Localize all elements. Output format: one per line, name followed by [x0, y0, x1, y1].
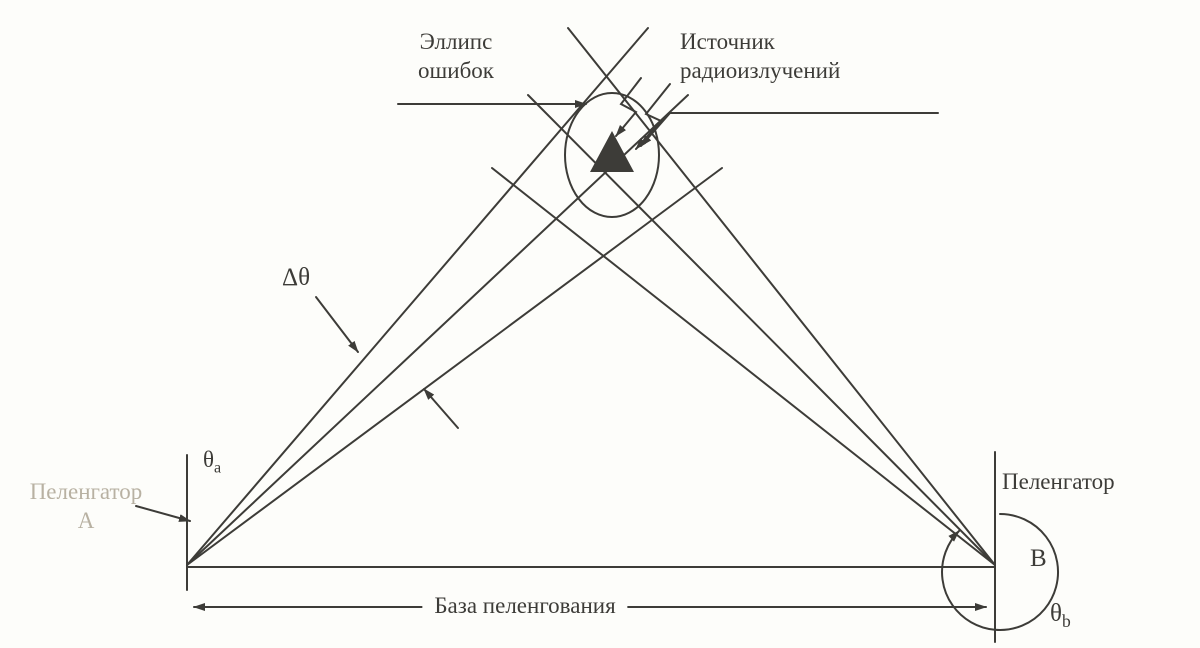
theta-a-symbol: θ — [203, 447, 215, 472]
theta-b-angle-arc — [941, 513, 1059, 631]
station-a-label: Пеленгатор А — [6, 478, 166, 536]
theta-a-label: θa — [203, 446, 221, 479]
delta-theta-pointer-arrow — [315, 296, 359, 353]
emission-zigzag-icon — [615, 77, 642, 137]
bearing-line-a-upper — [186, 27, 649, 566]
source-triangle — [590, 131, 634, 172]
error-ellipse — [564, 92, 660, 218]
source-label: Источник радиоизлучений — [680, 28, 840, 86]
station-b-label: Пеленгатор — [1002, 468, 1115, 497]
station-b-name: Пеленгатор — [1002, 469, 1115, 494]
station-a-letter: А — [77, 507, 95, 533]
source-label-line2: радиоизлучений — [680, 57, 841, 83]
theta-b-label: θb — [1050, 598, 1071, 633]
station-a-pointer-arrow — [135, 505, 191, 522]
error-ellipse-label-line1: Эллипс — [419, 29, 493, 54]
source-label-line1: Источник — [680, 29, 775, 54]
theta-a-subscript: a — [214, 459, 222, 477]
source-pointer-arrow — [640, 112, 939, 147]
baseline-label: База пеленгования — [422, 592, 628, 621]
station-a-name: Пеленгатор — [29, 479, 143, 504]
station-b-letter: B — [1030, 543, 1047, 574]
delta-theta-text: Δθ — [282, 264, 311, 291]
theta-b-symbol: θ — [1050, 600, 1062, 627]
theta-b-subscript: b — [1061, 611, 1071, 631]
bearing-line-a-lower — [186, 167, 723, 566]
baseline-label-text: База пеленгования — [434, 593, 616, 618]
error-ellipse-label: Эллипс ошибок — [400, 28, 512, 86]
bearing-pointer-arrow — [423, 388, 459, 429]
station-b-letter-text: B — [1030, 545, 1047, 572]
bearing-line-b-lower — [491, 167, 996, 566]
emission-zigzag-icon — [635, 83, 671, 150]
error-ellipse-label-line2: ошибок — [418, 57, 494, 83]
bearing-line-b-middle — [527, 94, 996, 566]
bearing-line-b-upper — [567, 27, 996, 566]
delta-theta-label: Δθ — [282, 262, 310, 293]
